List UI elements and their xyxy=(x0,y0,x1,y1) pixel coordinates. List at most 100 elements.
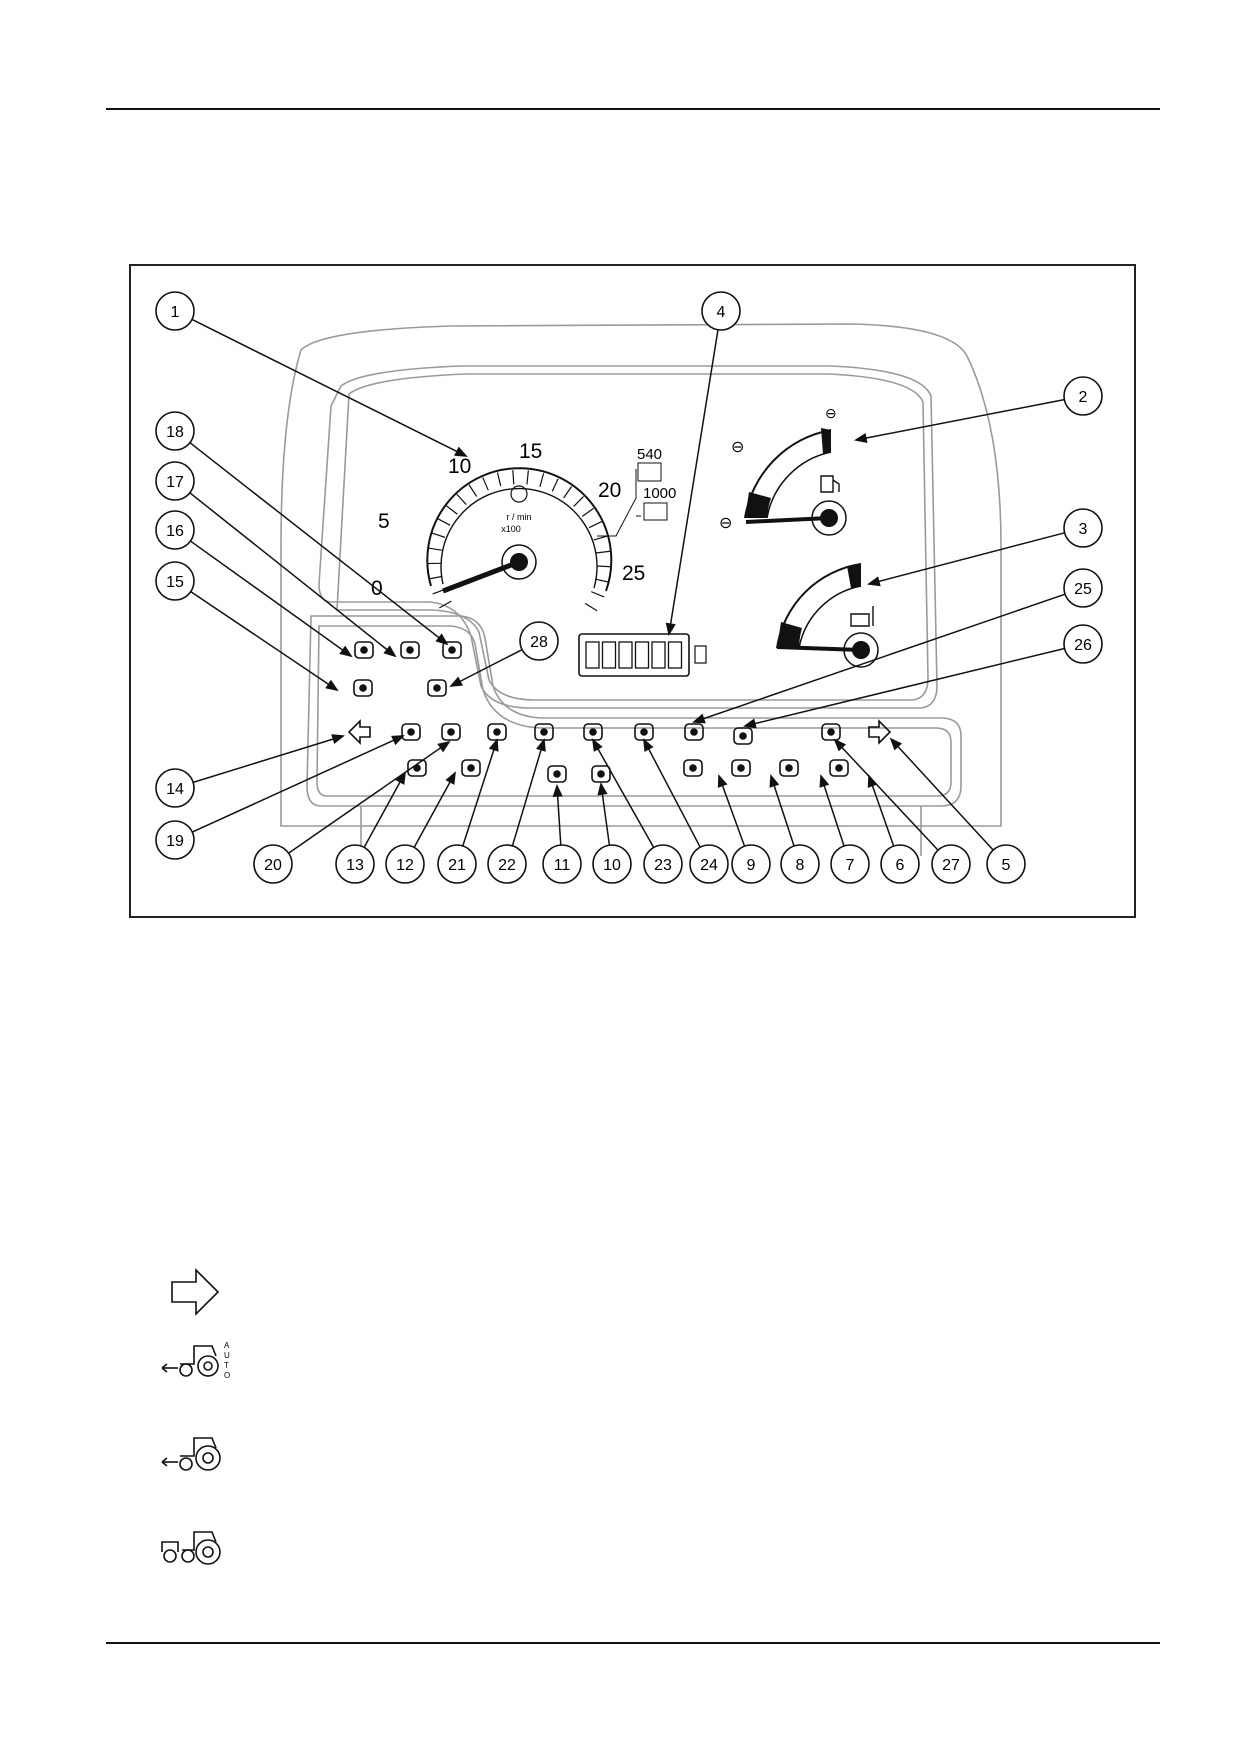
auto-letter-t: T xyxy=(224,1361,229,1370)
callout-circle xyxy=(335,844,375,884)
parking-brake-icon xyxy=(547,765,567,783)
leader-arrowhead xyxy=(454,446,468,457)
leader-line xyxy=(288,745,443,854)
callout-number: 17 xyxy=(166,474,184,491)
lcd-digit-cell xyxy=(601,641,617,669)
callout-number: 4 xyxy=(717,304,726,321)
leader-arrowhead xyxy=(395,771,406,785)
coolant-temp-gauge xyxy=(776,563,879,668)
leader-line xyxy=(191,318,460,454)
leader-arrowhead xyxy=(743,718,757,729)
air-filter-icon xyxy=(487,723,507,741)
callout-number: 26 xyxy=(1074,637,1092,654)
leader-line xyxy=(647,746,701,848)
fuel-top-symbol: ⊖ xyxy=(825,405,837,421)
fuel-full-symbol: ⊖ xyxy=(731,439,744,456)
auto-letter-o: O xyxy=(224,1371,230,1380)
leader-arrowhead xyxy=(536,738,546,752)
leader-arrowhead xyxy=(437,740,451,753)
lcd-digit-cell xyxy=(618,641,633,669)
coolant-temp-icon xyxy=(850,606,874,627)
lcd-digit-cell xyxy=(634,641,650,669)
lcd-digit-cell xyxy=(651,641,666,669)
leader-arrowhead xyxy=(643,738,654,752)
work-light-icon xyxy=(442,641,462,659)
callout-number: 5 xyxy=(1002,857,1011,874)
leader-line xyxy=(876,532,1065,583)
left-turn-arrow-icon xyxy=(347,719,371,745)
callout-circle xyxy=(437,844,477,884)
callout-circle xyxy=(253,844,293,884)
leader-line xyxy=(189,442,442,640)
leader-arrowhead xyxy=(435,633,449,646)
callout-circle xyxy=(1063,376,1103,416)
four-wd-icon xyxy=(683,759,703,777)
fuel-filter-icon xyxy=(684,723,704,741)
battery-icon xyxy=(353,679,373,697)
leader-arrowhead xyxy=(833,738,847,752)
callout-circle xyxy=(701,291,741,331)
leader-line xyxy=(556,793,562,846)
leader-arrowhead xyxy=(889,737,903,751)
oil-pressure-icon xyxy=(441,723,461,741)
leader-line xyxy=(192,737,336,784)
callout-circle xyxy=(986,844,1026,884)
callout-circle xyxy=(155,820,195,860)
headlight-icon xyxy=(400,641,420,659)
tractor-front-auto-icon: A U T O xyxy=(161,1341,230,1380)
diff-lock-icon xyxy=(821,723,841,741)
callout-circle xyxy=(880,844,920,884)
leader-arrowhead xyxy=(597,781,608,796)
leader-line xyxy=(596,746,655,848)
leader-line xyxy=(363,779,402,848)
callout-number: 6 xyxy=(896,857,905,874)
callout-circle xyxy=(155,510,195,550)
callout-number: 9 xyxy=(747,857,756,874)
callout-number: 18 xyxy=(166,424,184,441)
callout-number: 20 xyxy=(264,857,282,874)
leader-arrowhead xyxy=(391,735,405,746)
leader-arrowhead xyxy=(665,622,676,636)
callout-number: 7 xyxy=(846,857,855,874)
leader-arrowhead xyxy=(488,738,499,752)
leader-line xyxy=(863,398,1065,440)
rear-pto-icon xyxy=(731,759,751,777)
header-rule xyxy=(106,108,1160,110)
callout-number: 13 xyxy=(346,857,364,874)
front-pto-auto-icon xyxy=(829,759,849,777)
leader-line xyxy=(895,744,994,851)
callout-number: 8 xyxy=(796,857,805,874)
leader-arrowhead xyxy=(819,774,830,788)
leader-arrowhead xyxy=(769,774,780,788)
callout-number: 14 xyxy=(166,781,184,798)
instrument-cluster-diagram: r / min x100 0 5 10 15 20 25 540 1000 ⊖ … xyxy=(129,264,1136,918)
callout-circle xyxy=(830,844,870,884)
leader-arrowhead xyxy=(867,576,881,587)
callout-number: 1 xyxy=(171,304,180,321)
leader-line xyxy=(462,747,496,847)
callout-circle xyxy=(155,768,195,808)
leader-line xyxy=(190,540,345,652)
callout-circle xyxy=(643,844,683,884)
preheat-icon xyxy=(733,727,753,745)
tacho-label-10: 10 xyxy=(448,455,471,478)
callout-number: 25 xyxy=(1074,581,1092,598)
leader-line xyxy=(190,590,331,687)
tractor-front-pto-icon xyxy=(161,1437,221,1471)
callout-number: 10 xyxy=(603,857,621,874)
leader-arrowhead xyxy=(325,679,339,692)
tacho-label-5: 5 xyxy=(378,510,390,533)
callout-number: 27 xyxy=(942,857,960,874)
callout-circle xyxy=(731,844,771,884)
tacho-multiplier-label: x100 xyxy=(501,524,521,534)
callout-circle xyxy=(155,561,195,601)
footer-rule xyxy=(106,1642,1160,1644)
callout-number: 19 xyxy=(166,833,184,850)
callout-number: 15 xyxy=(166,574,184,591)
pto-1000-label: 1000 xyxy=(643,485,676,502)
callout-number: 11 xyxy=(554,857,571,874)
leader-arrowhead xyxy=(383,645,397,658)
leader-arrowhead xyxy=(592,738,603,752)
callout-number: 16 xyxy=(166,523,184,540)
front-pto-icon xyxy=(779,759,799,777)
